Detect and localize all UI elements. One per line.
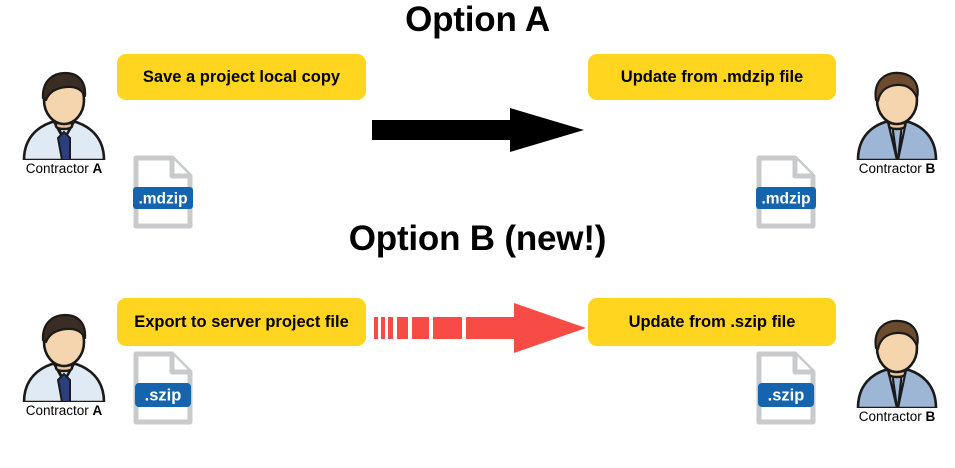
option-a-target-action-box[interactable]: Update from .mdzip file bbox=[588, 54, 836, 100]
contractor-b-name-suffix: B bbox=[925, 161, 936, 176]
contractor-b-label-2: Contractor B bbox=[841, 409, 953, 424]
diagram-canvas: Option A bbox=[0, 0, 955, 425]
mdzip-file-icon-target: .mdzip bbox=[755, 154, 817, 230]
contractor-b-receiver-option-a: Contractor B bbox=[841, 68, 953, 176]
contractor-a-name-suffix-2: A bbox=[92, 403, 103, 418]
szip-file-icon-source: .szip bbox=[132, 350, 194, 426]
option-b-flow-arrow-dashed bbox=[374, 301, 586, 355]
person-a-avatar-icon bbox=[18, 68, 110, 162]
szip-file-ext-label-target: .szip bbox=[768, 387, 805, 405]
szip-file-icon-target: .szip bbox=[755, 350, 817, 426]
option-b-title: Option B (new!) bbox=[348, 219, 607, 258]
contractor-a-sender-option-b: Contractor A bbox=[8, 310, 120, 418]
person-a-avatar-icon-2 bbox=[18, 310, 110, 404]
contractor-a-label: Contractor A bbox=[8, 161, 120, 176]
option-a-source-action-box[interactable]: Save a project local copy bbox=[117, 54, 366, 100]
contractor-b-label: Contractor B bbox=[841, 161, 953, 176]
option-a-flow-arrow-solid bbox=[372, 106, 584, 154]
contractor-b-receiver-option-b: Contractor B bbox=[841, 316, 953, 424]
contractor-a-sender-option-a: Contractor A bbox=[8, 68, 120, 176]
option-a-row: Contractor A Save a project local copy .… bbox=[0, 48, 955, 230]
mdzip-file-ext-label: .mdzip bbox=[138, 191, 187, 208]
option-b-source-action-box[interactable]: Export to server project file bbox=[117, 298, 366, 346]
contractor-a-name-prefix-2: Contractor bbox=[25, 403, 93, 418]
contractor-b-name-prefix: Contractor bbox=[858, 161, 926, 176]
person-b-avatar-icon bbox=[851, 68, 943, 162]
contractor-a-label-2: Contractor A bbox=[8, 403, 120, 418]
option-b-row: Contractor A Export to server project fi… bbox=[0, 288, 955, 468]
contractor-b-name-prefix-2: Contractor bbox=[858, 409, 926, 424]
contractor-a-name-suffix: A bbox=[92, 161, 103, 176]
contractor-a-name-prefix: Contractor bbox=[25, 161, 93, 176]
contractor-b-name-suffix-2: B bbox=[925, 409, 936, 424]
option-a-title: Option A bbox=[405, 0, 550, 39]
mdzip-file-ext-label-target: .mdzip bbox=[761, 191, 810, 208]
option-b-target-action-box[interactable]: Update from .szip file bbox=[588, 298, 836, 346]
szip-file-ext-label: .szip bbox=[145, 387, 182, 405]
mdzip-file-icon-source: .mdzip bbox=[132, 154, 194, 230]
person-b-avatar-icon-2 bbox=[851, 316, 943, 410]
